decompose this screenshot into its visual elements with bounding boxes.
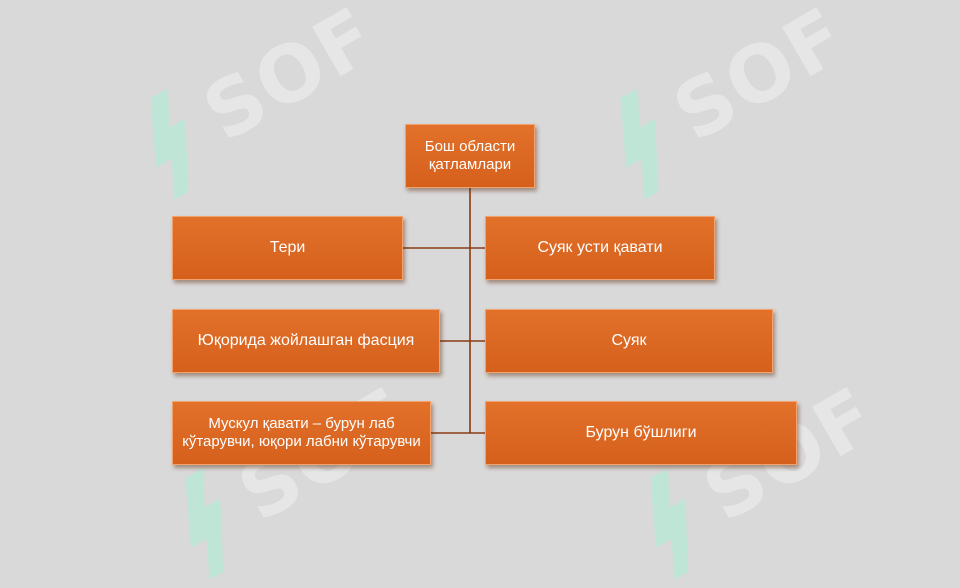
node-label: Суяк bbox=[611, 331, 647, 349]
node-muscle-layer: Мускул қавати – бурун лаб кўтарувчи, юқо… bbox=[172, 401, 431, 465]
connector-lines bbox=[403, 188, 485, 434]
node-label: Юқорида жойлашган фасция bbox=[197, 331, 415, 349]
node-periosteum: Суяк усти қавати bbox=[485, 216, 715, 280]
root-node-label: Бош области қатламлари bbox=[424, 138, 516, 173]
node-bone: Суяк bbox=[485, 309, 773, 373]
node-label: Мускул қавати – бурун лаб кўтарувчи, юқо… bbox=[182, 415, 421, 450]
node-superficial-fascia: Юқорида жойлашган фасция bbox=[172, 309, 440, 373]
node-label: Суяк усти қавати bbox=[537, 238, 663, 256]
node-nasal-cavity: Бурун бўшлиги bbox=[485, 401, 797, 465]
node-label: Тери bbox=[269, 238, 306, 256]
node-label: Бурун бўшлиги bbox=[585, 423, 697, 441]
root-node: Бош области қатламлари bbox=[405, 124, 535, 188]
node-skin: Тери bbox=[172, 216, 403, 280]
